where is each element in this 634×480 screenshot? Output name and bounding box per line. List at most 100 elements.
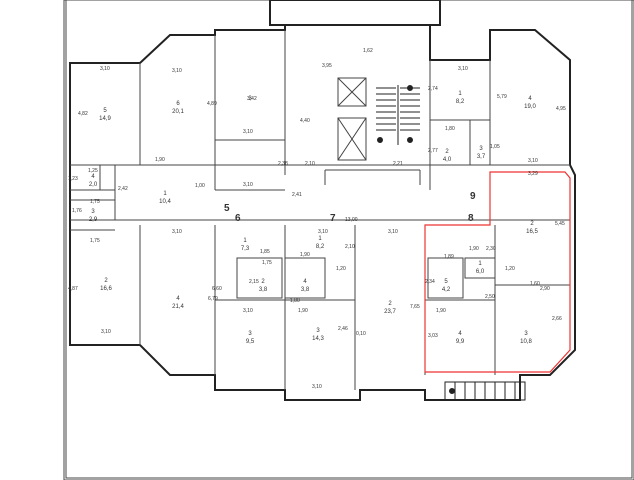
room-dimension: 3,10 — [243, 308, 253, 314]
room-number: 2 — [104, 278, 108, 284]
room-number: 1 — [458, 91, 462, 97]
entry-stairs — [444, 381, 526, 401]
corridor-labels: 5 6 7 8 9 — [224, 191, 476, 224]
staircase — [376, 85, 420, 145]
room-number: 4 — [176, 296, 180, 302]
room-area: 4,2 — [442, 287, 451, 293]
room-dimension: 3,10 — [101, 329, 111, 335]
room-dimension: 1,75 — [90, 199, 100, 205]
room-dimension: 7,65 — [410, 304, 420, 310]
room-area: 21,4 — [172, 304, 184, 310]
room-number: 3 — [91, 209, 95, 215]
room-number: 4 — [303, 279, 307, 285]
room-dimension: 6,79 — [208, 296, 218, 302]
room-area: 6,0 — [476, 269, 485, 275]
room-dimension: 3,10 — [172, 68, 182, 74]
room-dimension: 3,10 — [243, 182, 253, 188]
room-number: 5 — [444, 279, 448, 285]
room-dimension: 2,34 — [425, 279, 435, 285]
corridor-label: 7 — [330, 213, 336, 224]
room-dimension: 6,60 — [212, 286, 222, 292]
room-dimension: 1,00 — [195, 183, 205, 189]
room-dimension: 3,10 — [528, 158, 538, 164]
room-dimension: 1,80 — [290, 298, 300, 304]
room-number: 5 — [103, 108, 107, 114]
dimension-label: 1,60 — [530, 281, 540, 287]
room-dimension: 2,10 — [345, 244, 355, 250]
room-area: 4,0 — [443, 157, 452, 163]
room-dimension: 4,95 — [556, 106, 566, 112]
dimension-label: 1,20 — [505, 266, 515, 272]
room-area: 7,3 — [241, 246, 250, 252]
room-dimension: 1,75 — [262, 260, 272, 266]
bathroom-box-3 — [427, 257, 464, 299]
room-area: 16,5 — [526, 229, 538, 235]
room-dimension: 1,85 — [260, 249, 270, 255]
room-dimension: 2,42 — [118, 186, 128, 192]
dimension-label: 1,62 — [363, 48, 373, 54]
room-number: 3 — [524, 331, 528, 337]
room-area: 2,0 — [89, 182, 98, 188]
room-dimension: 3,10 — [388, 229, 398, 235]
room-dimension: 3,10 — [318, 229, 328, 235]
room-dimension: 2,77 — [428, 148, 438, 154]
room-dimension: 1,23 — [68, 176, 78, 182]
room-dimension: 1,90 — [436, 308, 446, 314]
building-outline — [69, 24, 576, 401]
room-number: 3 — [248, 331, 252, 337]
elevator-shafts — [337, 77, 367, 161]
room-number: 3 — [316, 328, 320, 334]
room-dimension: 4,82 — [78, 111, 88, 117]
room-number: 3 — [479, 146, 483, 152]
room-dimension: 1,89 — [444, 254, 454, 260]
sheet-frame — [63, 0, 634, 480]
room-dimension: 5,79 — [497, 94, 507, 100]
room-number: 3 — [248, 96, 252, 102]
room-dimension: 2,74 — [428, 86, 438, 92]
room-dimension: 1,90 — [469, 246, 479, 252]
room-dimension: 5,45 — [555, 221, 565, 227]
room-number: 2 — [445, 149, 449, 155]
room-dimension: 2,46 — [338, 326, 348, 332]
corridor-label: 8 — [468, 213, 474, 224]
room-number: 1 — [243, 238, 247, 244]
room-number: 4 — [91, 174, 95, 180]
room-dimension: 2,30 — [486, 246, 496, 252]
room-area: 9,9 — [456, 339, 465, 345]
dimension-label: 2,41 — [292, 192, 302, 198]
room-number: 1 — [163, 191, 167, 197]
corridor-length: 13,00 — [345, 217, 358, 223]
room-area: 3,8 — [259, 287, 268, 293]
corridor-label: 5 — [224, 203, 230, 214]
room-area: 10,8 — [520, 339, 532, 345]
room-number: 4 — [458, 331, 462, 337]
room-area: 14,3 — [312, 336, 324, 342]
room-dimension: 3,10 — [172, 229, 182, 235]
room-dimension: 2,15 — [249, 279, 259, 285]
room-dimension: 3,29 — [528, 171, 538, 177]
room-dimension: 3,42 — [247, 96, 257, 102]
room-dimension: 1,80 — [445, 126, 455, 132]
room-dimension: 1,05 — [490, 144, 500, 150]
top-block — [269, 0, 441, 26]
dimension-label: 2,21 — [393, 161, 403, 167]
room-area: 2,9 — [89, 217, 98, 223]
room-dimension: 3,10 — [100, 66, 110, 72]
room-dimension: 4,87 — [68, 286, 78, 292]
room-area: 8,2 — [316, 244, 325, 250]
bathroom-box-4 — [464, 257, 496, 279]
room-dimension: 1,76 — [72, 208, 82, 214]
room-dimension: 3,10 — [458, 66, 468, 72]
room-labels: 514,93,104,82620,13,104,8933,423,102,383… — [68, 66, 566, 345]
room-dimension: 1,90 — [300, 252, 310, 258]
internal-walls — [70, 30, 570, 390]
room-area: 19,0 — [524, 104, 536, 110]
bathroom-box-2 — [284, 257, 326, 299]
room-dimension: 1,90 — [298, 308, 308, 314]
room-area: 9,5 — [246, 339, 255, 345]
room-number: 2 — [261, 279, 265, 285]
sheet-frame-inner — [65, 0, 633, 479]
room-dimension: 4,89 — [207, 101, 217, 107]
room-number: 2 — [530, 221, 534, 227]
